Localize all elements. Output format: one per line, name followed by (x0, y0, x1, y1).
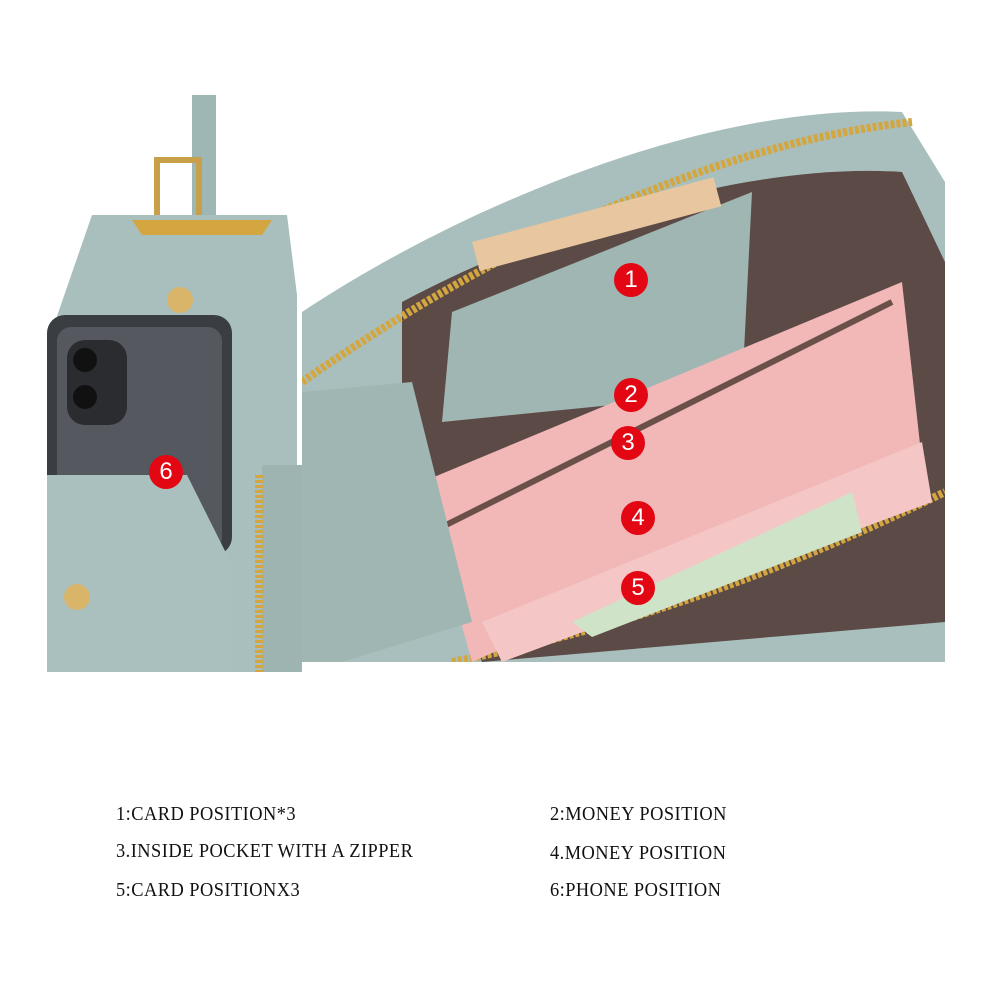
caption-4: 4.MONEY POSITION (550, 842, 727, 864)
marker-phone-position: 6 (149, 455, 183, 489)
marker-card-position: 1 (614, 263, 648, 297)
phone-pocket-photo (47, 95, 302, 672)
wallet-interior-photo (302, 111, 945, 662)
caption-5: 5:CARD POSITIONX3 (116, 879, 301, 901)
marker-zipper-pocket: 3 (611, 426, 645, 460)
marker-money-position-2: 4 (621, 501, 655, 535)
caption-3: 3.INSIDE POCKET WITH A ZIPPER (116, 840, 414, 862)
marker-money-position: 2 (614, 378, 648, 412)
marker-card-position-2: 5 (621, 571, 655, 605)
caption-2: 2:MONEY POSITION (550, 803, 727, 825)
caption-1: 1:CARD POSITION*3 (116, 803, 297, 825)
caption-6: 6:PHONE POSITION (550, 879, 722, 901)
